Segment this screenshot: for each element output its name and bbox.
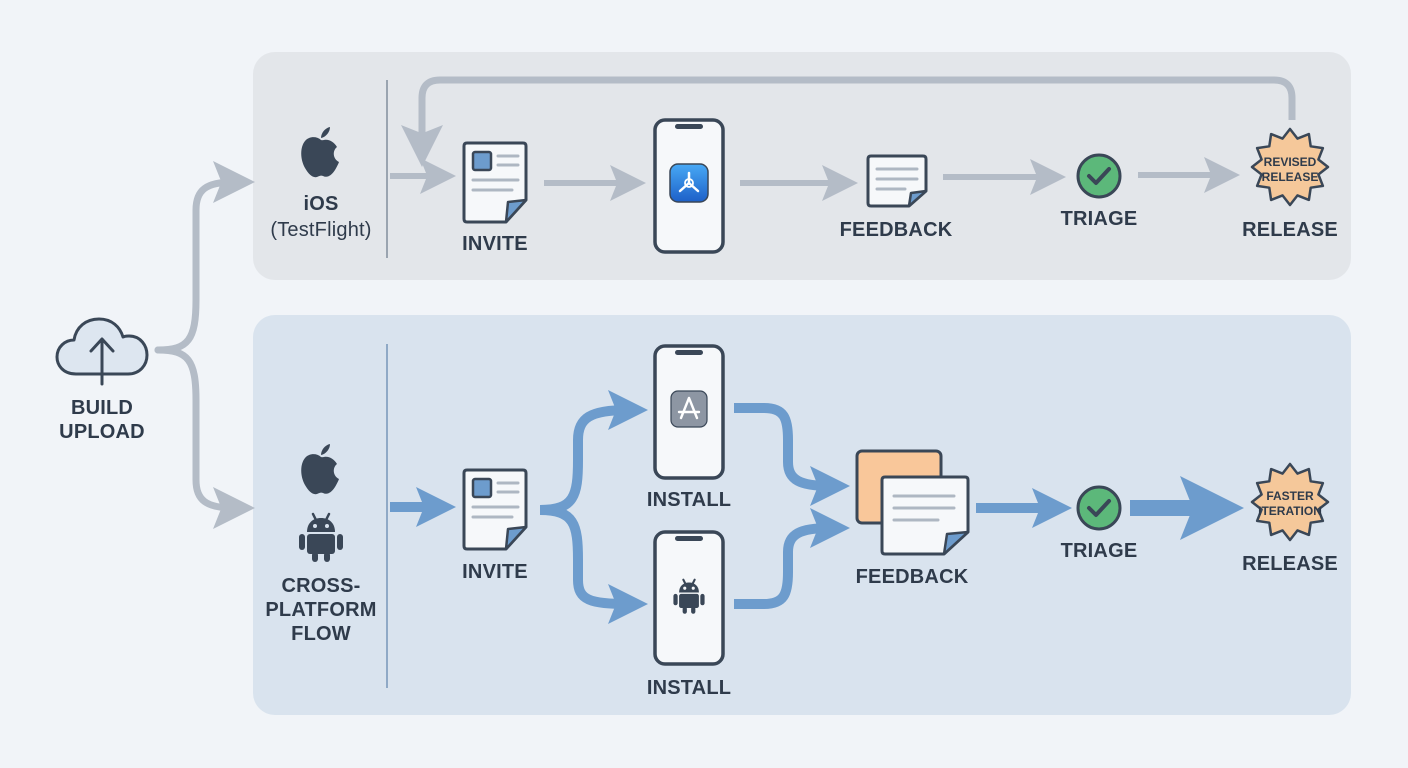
testflight-icon [669,163,709,203]
ios-loop-back-arrow [401,76,1296,167]
ios-release-badge-text: REVISED RELEASE [1261,155,1319,184]
ios-invite-label: INVITE [462,233,528,255]
ios-platform-sublabel: (TestFlight) [270,219,372,241]
android-icon [299,512,343,562]
ios-release-label: RELEASE [1242,219,1338,241]
source-split-arrow-cross [154,346,255,529]
ios-release-badge-icon [1250,127,1330,207]
apple-icon [301,127,339,178]
app-store-icon [670,390,708,428]
cross-lane-divider [386,344,388,688]
cross-triage-label: TRIAGE [1060,540,1138,562]
ios-lane-divider [386,80,388,258]
ios-triage-label: TRIAGE [1060,208,1138,230]
ios-install-label: INSTALL [646,489,732,511]
source-split-arrow-ios [154,161,255,354]
cross-arrow-android-install-to-feedback [734,508,850,609]
cross-invite-document-icon [462,468,528,551]
ios-feedback-note-icon [866,154,928,208]
cross-feedback-label: FEEDBACK [855,566,969,588]
ios-invite-document-icon [462,141,528,224]
apple-icon [301,444,339,495]
cross-triage-check-icon [1076,485,1122,531]
cross-arrow-invite-to-ios-install [539,390,648,515]
cross-platform-label: CROSS- PLATFORM FLOW [265,575,377,645]
ios-platform-label: iOS [303,193,339,215]
android-icon [673,578,705,614]
android-install-label: INSTALL [646,677,732,699]
cross-release-badge-text: FASTER ITERATION [1258,489,1322,518]
cross-feedback-notes-icon [855,449,970,556]
build-upload-label: BUILD UPLOAD [59,397,145,443]
ios-triage-check-icon [1076,153,1122,199]
cross-release-label: RELEASE [1242,553,1338,575]
cross-arrow-invite-to-android-install [539,505,648,624]
ios-feedback-label: FEEDBACK [839,219,953,241]
cross-invite-label: INVITE [462,561,528,583]
cross-release-badge-icon [1250,462,1330,542]
cloud-upload-icon [55,317,149,386]
cross-arrow-ios-install-to-feedback [734,403,850,506]
